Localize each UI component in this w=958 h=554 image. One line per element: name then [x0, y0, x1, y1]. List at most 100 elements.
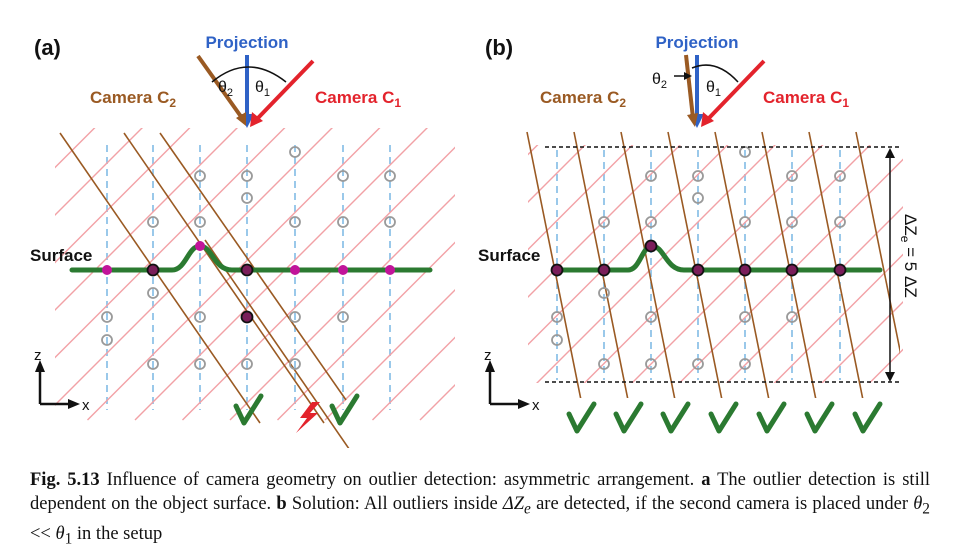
grid-point — [241, 358, 253, 370]
panel-label-b: (b) — [485, 35, 513, 60]
camera-c2-rays-b — [526, 131, 900, 398]
caption-text-2: The outlier detection is still dependent… — [30, 470, 930, 514]
surface-point — [550, 263, 564, 277]
grid-point — [194, 311, 206, 323]
grid-point — [692, 358, 704, 370]
grid-point — [739, 311, 751, 323]
grid-points-b — [551, 146, 846, 370]
caption-delta-z: ΔZ — [502, 494, 525, 514]
delta-z-dimension: ΔZe = 5 ΔZ — [885, 148, 920, 382]
camera-c1-ray — [324, 289, 455, 421]
grid-point — [194, 170, 206, 182]
results-a — [233, 393, 360, 433]
camera-c2-ray — [855, 131, 900, 355]
caption-delta-z-sub: e — [524, 500, 531, 518]
camera-c2-label-b: Camera C2 — [540, 88, 626, 110]
grid-point — [598, 287, 610, 299]
caption-label-b: b — [276, 494, 287, 514]
caption-theta2-sub: 2 — [922, 500, 930, 518]
theta2-pointer-head-b — [684, 72, 692, 80]
grid-point — [337, 216, 349, 228]
grid-point — [598, 216, 610, 228]
surface-point — [644, 239, 658, 253]
grid-point — [786, 216, 798, 228]
grid-points-a — [101, 146, 396, 370]
camera-c1-ray — [55, 128, 191, 264]
surface-points-b — [550, 239, 847, 277]
theta2-label-a: θ2 — [218, 79, 233, 99]
grid-point — [692, 192, 704, 204]
surface-label-a: Surface — [30, 246, 92, 265]
grid-point — [337, 311, 349, 323]
camera-c1-arrowhead-a — [250, 112, 263, 127]
grid-point — [289, 216, 301, 228]
grid-point — [147, 216, 159, 228]
camera-c1-arrow-b — [707, 59, 766, 120]
projection-label-b: Projection — [655, 33, 738, 52]
grid-point — [834, 216, 846, 228]
camera-c1-ray — [0, 120, 55, 420]
surface-point-magenta — [290, 265, 300, 275]
figure-caption: Fig. 5.13 Influence of camera geometry o… — [30, 468, 930, 551]
camera-c1-arrowhead-b — [701, 112, 714, 127]
surface-point — [240, 310, 254, 324]
panel-a: (a) Projection θ2 θ1 Camera C2 Camera C1… — [0, 33, 455, 448]
results-b — [566, 401, 883, 434]
grid-point — [692, 170, 704, 182]
grid-point — [384, 170, 396, 182]
projection-rays-a — [106, 145, 391, 410]
surface-point — [738, 263, 752, 277]
camera-c1-label-a: Camera C1 — [315, 88, 401, 110]
grid-point — [241, 170, 253, 182]
axis-z-label-a: z — [34, 347, 42, 364]
camera-c2-arrow-b — [684, 54, 695, 119]
camera-c1-ray — [55, 128, 143, 216]
theta2-label-b: θ2 — [652, 71, 667, 91]
grid-point — [194, 358, 206, 370]
grid-point — [645, 170, 657, 182]
caption-text-3: Solution: All outliers inside — [286, 494, 503, 514]
caption-theta1-sub: 1 — [64, 530, 73, 548]
surface-point — [146, 263, 160, 277]
camera-c1-ray — [773, 253, 903, 383]
theta1-label-b: θ1 — [706, 79, 721, 99]
check-icon — [233, 393, 264, 426]
grid-point — [645, 358, 657, 370]
camera-c1-ray — [372, 336, 455, 421]
camera-c2-ray — [59, 132, 261, 424]
camera-c1-ray — [55, 128, 333, 406]
camera-c2-arrowhead-a — [236, 112, 246, 126]
grid-point — [241, 192, 253, 204]
grid-point — [337, 170, 349, 182]
camera-c2-arrow-a — [196, 54, 244, 120]
surface-point-magenta — [338, 265, 348, 275]
surface-point — [240, 263, 254, 277]
angle-arc-a — [211, 66, 287, 83]
camera-c1-arrow-a — [256, 59, 315, 120]
caption-operator: << — [30, 523, 56, 544]
camera-c2-ray — [159, 132, 347, 401]
grid-point — [101, 334, 113, 346]
panel-b: (b) Projection θ2 θ1 Camera C2 Camera C1… — [478, 33, 920, 434]
grid-point — [739, 216, 751, 228]
camera-c1-label-b: Camera C1 — [763, 88, 849, 110]
grid-point — [598, 358, 610, 370]
axis-x-label-b: x — [532, 397, 540, 414]
camera-c2-rays-a — [59, 132, 350, 448]
camera-c2-ray — [204, 239, 350, 448]
delta-z-label: ΔZe = 5 ΔZ — [898, 214, 920, 298]
grid-point — [786, 311, 798, 323]
axes-b: z x — [484, 347, 540, 414]
surface-points-a — [102, 241, 395, 324]
grid-point — [834, 170, 846, 182]
grid-point — [289, 358, 301, 370]
caption-theta1: θ — [55, 523, 65, 544]
surface-point — [833, 263, 847, 277]
grid-point — [739, 358, 751, 370]
grid-point — [101, 311, 113, 323]
caption-label-a: a — [701, 470, 711, 490]
grid-point — [786, 170, 798, 182]
camera-c1-ray — [536, 145, 776, 383]
projection-label-a: Projection — [205, 33, 288, 52]
camera-c1-ray — [868, 348, 903, 383]
